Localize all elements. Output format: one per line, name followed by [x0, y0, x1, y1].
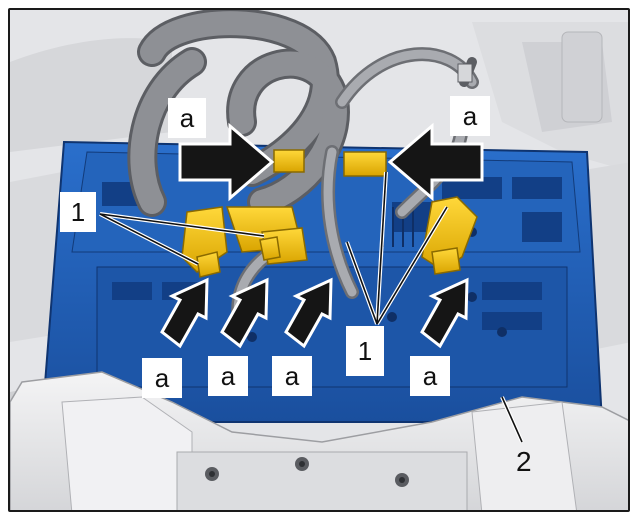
- fuse-box-illustration: [10, 10, 628, 510]
- front-cover: [10, 371, 628, 510]
- leader-lines-core: [99, 171, 523, 443]
- wiring-harness: [127, 10, 479, 339]
- callout-a-bottom-4: a: [410, 356, 450, 396]
- arrow-right: [178, 122, 275, 202]
- callout-a-top-left: a: [168, 98, 206, 138]
- callout-a-bottom-3: a: [272, 356, 312, 396]
- arrow-up-3: [284, 277, 333, 349]
- callout-a-bottom-2: a: [208, 356, 248, 396]
- arrow-up-4: [420, 277, 469, 349]
- callout-2: 2: [516, 446, 532, 477]
- yellow-connectors: [181, 149, 478, 278]
- callout-a-top-right: a: [450, 96, 490, 136]
- arrow-up-2: [220, 277, 269, 349]
- callout-1-center: 1: [346, 326, 384, 376]
- arrow-left: [387, 122, 484, 202]
- arrow-up-1: [160, 277, 209, 349]
- callout-1-left: 1: [60, 192, 96, 232]
- illustration-frame: a a 1 1 a a a a 2: [8, 8, 630, 512]
- callout-a-bottom-1: a: [142, 358, 182, 398]
